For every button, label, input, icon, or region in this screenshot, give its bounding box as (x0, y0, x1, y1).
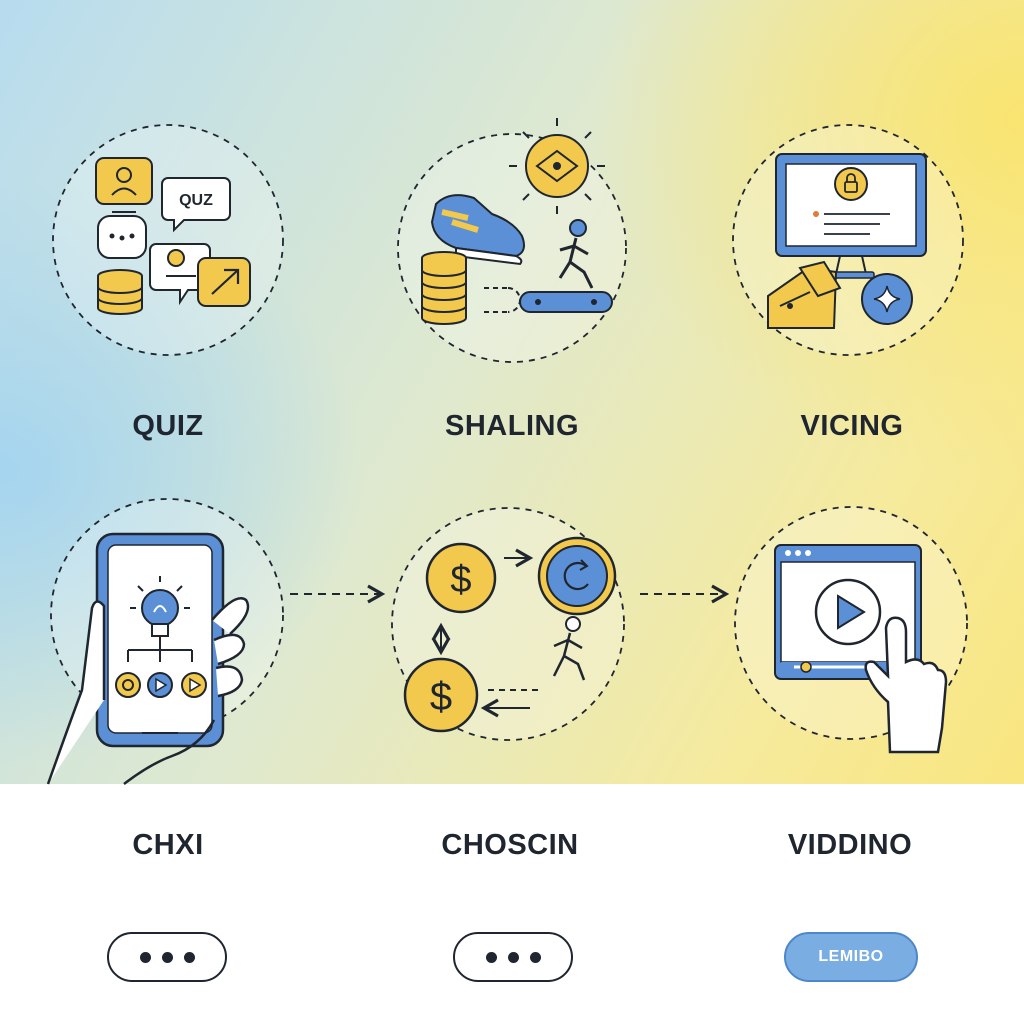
ellipsis-icon (183, 951, 195, 963)
ellipsis-icon (485, 951, 497, 963)
card-label-choscin: CHOSCIN (441, 829, 579, 861)
refresh-coin-icon (537, 536, 617, 616)
wallet-icon (767, 260, 842, 329)
more-options-button[interactable] (107, 932, 227, 982)
quiz-speech-bubble-icon: QUZ (161, 177, 231, 233)
phone-lightbulb-icon (46, 498, 284, 785)
card-label-vicing: VICING (800, 410, 904, 442)
arrow-box-icon (197, 257, 251, 307)
card-label-shaling: SHALING (445, 410, 579, 442)
lemibo-button[interactable]: LEMIBO (784, 932, 918, 982)
svg-text:$: $ (430, 675, 452, 719)
media-controls-icon (115, 672, 207, 698)
sneaker-coins-runner-icon (397, 118, 627, 363)
card-label-chxi: CHXI (132, 829, 204, 861)
sun-compass-icon (509, 118, 605, 214)
dollar-coin-icon: $ (425, 542, 497, 614)
ellipsis-icon (139, 951, 151, 963)
coins-exchange-icon: $ $ (391, 507, 625, 741)
skateboard-icon (519, 291, 613, 313)
pointer-hand-icon (864, 616, 948, 754)
monitor-icon (775, 153, 927, 279)
runner-icon (558, 219, 594, 289)
monitor-lock-icon (732, 124, 964, 356)
ellipsis-icon (529, 951, 541, 963)
card-label-viddino: VIDDINO (787, 829, 913, 861)
svg-text:$: $ (450, 559, 471, 601)
quiz-icon-cluster: QUZ (52, 124, 284, 356)
coin-stack-icon (421, 251, 467, 325)
walker-icon (552, 616, 586, 681)
browser-window-icon (774, 544, 922, 680)
svg-text:QUZ: QUZ (179, 192, 213, 209)
ellipsis-icon (161, 951, 173, 963)
sneaker-icon (430, 194, 525, 266)
dollar-coin-icon: $ (403, 657, 479, 733)
hand-icon (46, 597, 250, 785)
lightbulb-icon (127, 576, 193, 662)
ellipsis-icon (507, 951, 519, 963)
video-player-icon (734, 506, 968, 754)
face-bubble-icon (97, 215, 147, 259)
person-badge-icon (95, 157, 153, 213)
plus-circle-icon (861, 273, 913, 325)
play-button-icon (814, 578, 882, 646)
lower-panel (0, 784, 1024, 1024)
more-options-button[interactable] (453, 932, 573, 982)
coin-stack-icon (97, 269, 143, 315)
card-label-quiz: QUIZ (132, 410, 204, 442)
avatar-chat-icon (149, 243, 211, 306)
